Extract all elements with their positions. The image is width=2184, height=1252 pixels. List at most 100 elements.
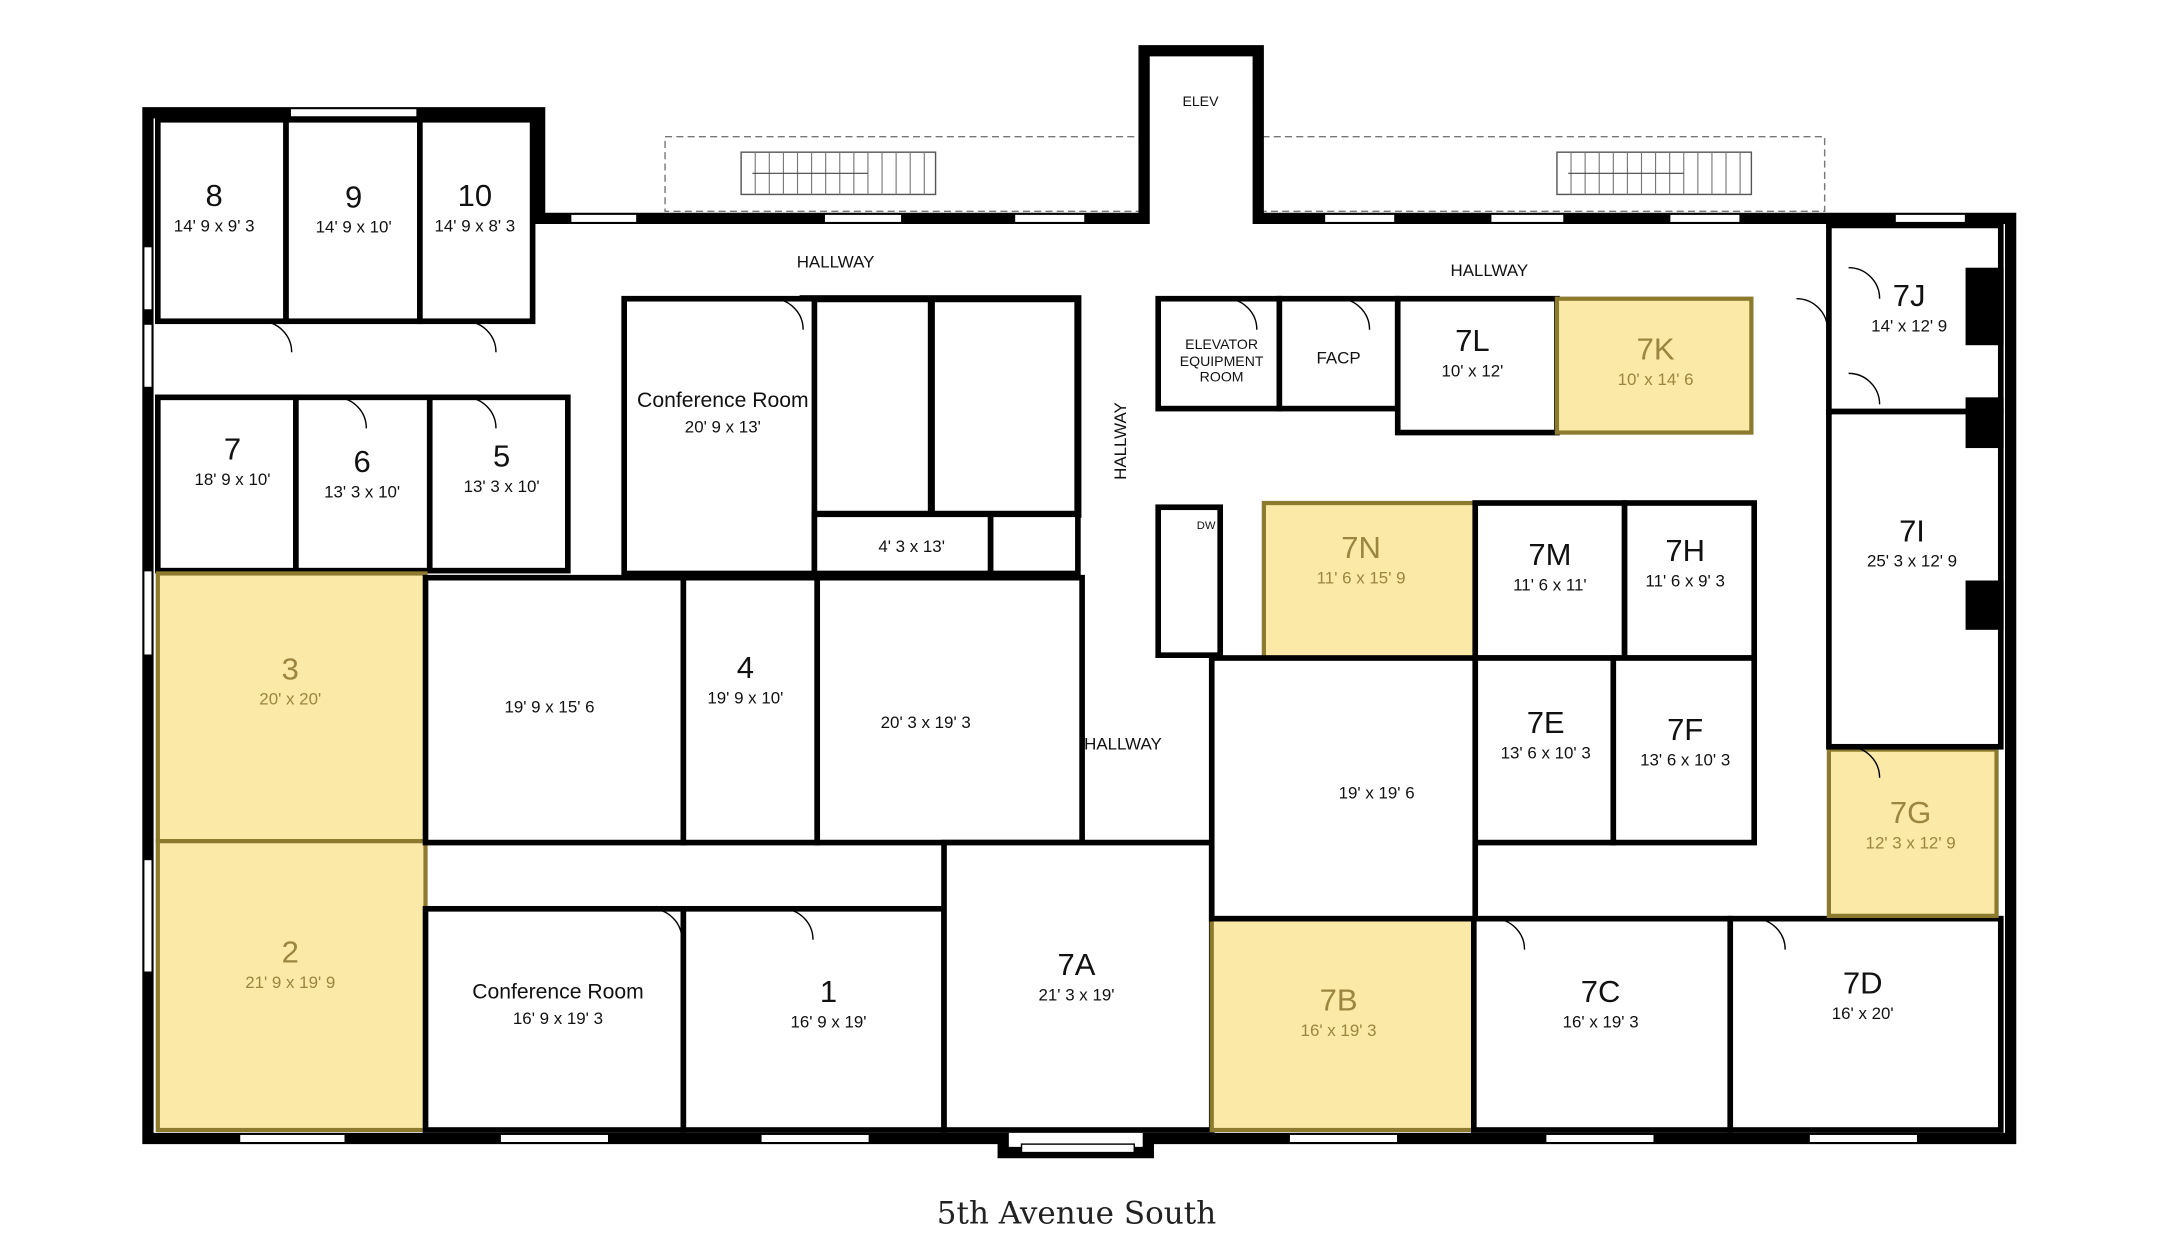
window [143,323,153,389]
room-outline-7a [941,839,1215,1133]
room-number: Conference Room [472,980,644,1005]
room-dimensions: 13' 3 x 10' [324,482,401,502]
window [289,107,418,118]
window [1013,213,1086,224]
door-swing [335,396,368,429]
room-dimensions: 4' 3 x 13' [878,536,945,557]
room-dimensions: 10' x 12' [1441,361,1504,381]
room-dimensions: 14' 9 x 8' 3 [434,215,516,236]
room-label: 19' x 19' 6 [1339,779,1415,802]
window [143,858,153,973]
window [760,1133,871,1144]
room-dimensions: 11' 6 x 11' [1513,575,1587,595]
room-number: 7C [1580,973,1621,1010]
room-outline-unnamed [1208,655,1479,922]
window [1288,1133,1399,1144]
room-outline-7g [1826,747,1999,918]
door-swing [1225,298,1258,330]
room-dimensions: 20' 9 x 13' [684,416,761,437]
room-outline-4 [680,574,821,846]
room-number: 2 [281,934,299,970]
room-number: 7K [1636,331,1675,367]
room-dimensions: 25' 3 x 12' 9 [1866,551,1958,571]
window [1668,213,1741,224]
room-outline-10 [417,116,536,325]
street-caption: 5th Avenue South [936,1196,1217,1233]
room-dimensions: 16' x 20' [1831,1003,1894,1024]
room-number: 7J [1892,277,1926,314]
room-outline-7b [1209,916,1476,1133]
room-outline-9 [283,116,423,325]
hallway-label: HALLWAY [1450,260,1529,281]
window [1020,1143,1135,1154]
door-swing [1796,298,1829,330]
room-outline-7h [1621,500,1758,661]
window [499,1133,610,1144]
room-outline-7c [1470,915,1734,1133]
room-outline-7f [1610,655,1758,846]
room-dimensions: 16' x 19' 3 [1562,1012,1639,1032]
room-number: 7N [1341,530,1381,566]
room-number: 1 [819,973,838,1010]
room-number: Conference Room [637,388,809,413]
room-dimensions: 20' x 20' [259,689,322,710]
window [1323,213,1396,224]
room-number: 9 [345,179,363,215]
room-number: 3 [281,651,299,687]
door-swing [260,320,293,353]
room-outline-7i [1826,408,2004,750]
hallway-label: HALLWAY [1084,734,1162,754]
door-swing [1338,298,1371,330]
room-outline-unnamed [811,511,994,577]
room-dimensions: 16' x 19' 3 [1300,1020,1377,1041]
room-number: 7 [223,431,242,467]
window [1894,213,1967,224]
room-dimensions: 19' 9 x 15' 6 [504,697,595,717]
room-dimensions: 11' 6 x 15' 9 [1316,568,1406,588]
kitchenette [1155,504,1224,659]
label-line: EQUIPMENT [1179,354,1264,370]
window [238,1133,346,1144]
room-number: 10 [457,177,493,213]
room-dimensions: 13' 3 x 10' [463,476,540,497]
window [569,213,638,224]
room-number: 7D [1842,965,1883,1001]
window [1490,213,1565,224]
room-outline-unnamed [814,574,1085,846]
room-number: 7M [1528,537,1572,573]
closet [987,511,1081,577]
room-number: 7L [1455,322,1490,359]
room-label: Conference Room 20' 9 x 13' [637,390,809,436]
door-swing [1848,746,1881,778]
room-outline-2 [155,839,428,1133]
column [1965,397,2004,449]
door-swing [1848,267,1881,299]
door-swing [772,298,804,330]
label-line: ELEVATOR [1185,337,1259,354]
room-dimensions: 10' x 14' 6 [1617,369,1694,390]
room-outline-conference-room [621,295,818,577]
room-dimensions: 16' 9 x 19' [790,1012,867,1032]
room-dimensions: 18' 9 x 10' [194,469,271,490]
elevator-equipment-room-label: ELEVATOR EQUIPMENT ROOM [1180,338,1264,387]
room-number: 6 [353,444,371,480]
window [1808,1133,1919,1144]
